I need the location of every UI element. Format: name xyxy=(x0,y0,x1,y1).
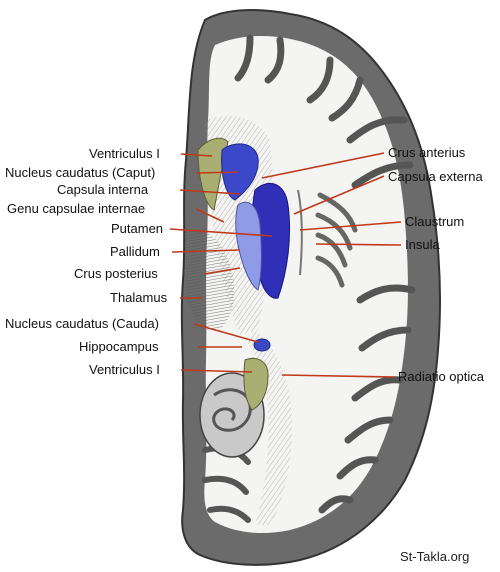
label-ventriculus-upper: Ventriculus I xyxy=(89,146,160,161)
leader-crus-posterius xyxy=(203,267,241,275)
leader-genu xyxy=(195,208,225,223)
label-hippocampus: Hippocampus xyxy=(79,339,159,354)
label-crus-posterius: Crus posterius xyxy=(74,266,158,281)
leader-putamen xyxy=(169,228,273,237)
watermark: St-Takla.org xyxy=(400,549,469,564)
right-labels: Crus anterius Capsula externa Claustrum … xyxy=(388,145,485,384)
leader-pallidum xyxy=(171,249,241,253)
claustrum xyxy=(297,189,303,276)
label-insula: Insula xyxy=(405,237,440,252)
label-thalamus: Thalamus xyxy=(110,290,168,305)
radiatio-optica-region xyxy=(245,330,293,525)
label-genu-capsulae-internae: Genu capsulae internae xyxy=(7,201,145,216)
label-putamen: Putamen xyxy=(111,221,163,236)
leader-lines xyxy=(169,152,402,378)
leader-capsula-externa xyxy=(293,175,385,215)
caudate-head xyxy=(221,143,259,201)
label-ventriculus-lower: Ventriculus I xyxy=(89,362,160,377)
left-labels: Ventriculus I Nucleus caudatus (Caput) C… xyxy=(5,146,168,377)
label-crus-anterius: Crus anterius xyxy=(388,145,466,160)
label-capsula-externa: Capsula externa xyxy=(388,169,483,184)
leader-claustrum xyxy=(299,221,402,231)
leader-insula xyxy=(315,243,402,246)
label-nucleus-caudatus-caput: Nucleus caudatus (Caput) xyxy=(5,165,155,180)
leader-caudatus-caput xyxy=(195,171,239,174)
label-nucleus-caudatus-cauda: Nucleus caudatus (Cauda) xyxy=(5,316,159,331)
label-capsula-interna: Capsula interna xyxy=(57,182,149,197)
leader-ventriculus-lower xyxy=(180,369,253,373)
leader-crus-anterius xyxy=(261,152,385,179)
gyri-right xyxy=(234,34,416,514)
leader-caudatus-cauda xyxy=(193,323,259,343)
insula-folds xyxy=(315,192,358,288)
colored-structures xyxy=(197,137,303,411)
thalamus-region xyxy=(186,229,235,331)
label-pallidum: Pallidum xyxy=(110,244,160,259)
leader-ventriculus-upper xyxy=(180,153,213,157)
label-claustrum: Claustrum xyxy=(405,214,464,229)
hippocampus-swirl xyxy=(212,388,252,432)
label-radiatio-optica: Radiatio optica xyxy=(398,369,485,384)
leader-capsula-interna xyxy=(179,189,241,195)
leader-radiatio-optica xyxy=(281,374,395,378)
